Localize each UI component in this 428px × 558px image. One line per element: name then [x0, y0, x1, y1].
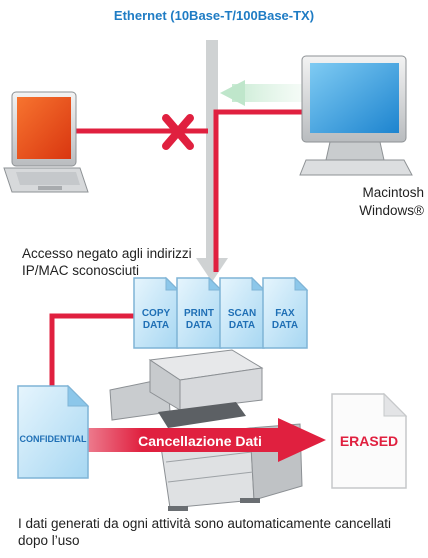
data-file-label: DATA	[272, 320, 298, 331]
data-file-label: PRINT	[184, 308, 214, 319]
client-arrow	[220, 80, 312, 106]
client-caption: Macintosh Windows®	[320, 184, 424, 220]
x-icon	[162, 114, 194, 150]
client-caption-line-2: Windows®	[359, 203, 424, 218]
denied-caption: Accesso negato agli indirizzi IP/MAC sco…	[22, 246, 192, 278]
ethernet-title: Ethernet (10Base-T/100Base-TX)	[113, 8, 315, 23]
data-file-label: DATA	[143, 320, 169, 331]
copy-connection-line	[49, 313, 138, 395]
confidential-label: CONFIDENTIAL	[20, 434, 87, 444]
erase-arrow: Cancellazione Dati	[82, 418, 326, 462]
erase-label: Cancellazione Dati	[138, 433, 262, 449]
data-file-label: DATA	[229, 320, 255, 331]
erased-label: ERASED	[340, 433, 398, 449]
monitor-icon	[299, 55, 413, 176]
erased-document-icon: ERASED	[331, 392, 408, 489]
footer-caption: I dati generati da ogni attività sono au…	[18, 516, 391, 548]
client-caption-line-1: Macintosh	[362, 185, 424, 200]
data-file-label: COPY	[142, 308, 171, 319]
data-file-label: DATA	[186, 320, 212, 331]
data-file-label: FAX	[275, 308, 295, 319]
mac-connection-line	[213, 109, 302, 272]
laptop-icon	[3, 91, 89, 193]
data-file-label: SCAN	[228, 308, 256, 319]
document-icon: CONFIDENTIAL	[17, 384, 90, 479]
